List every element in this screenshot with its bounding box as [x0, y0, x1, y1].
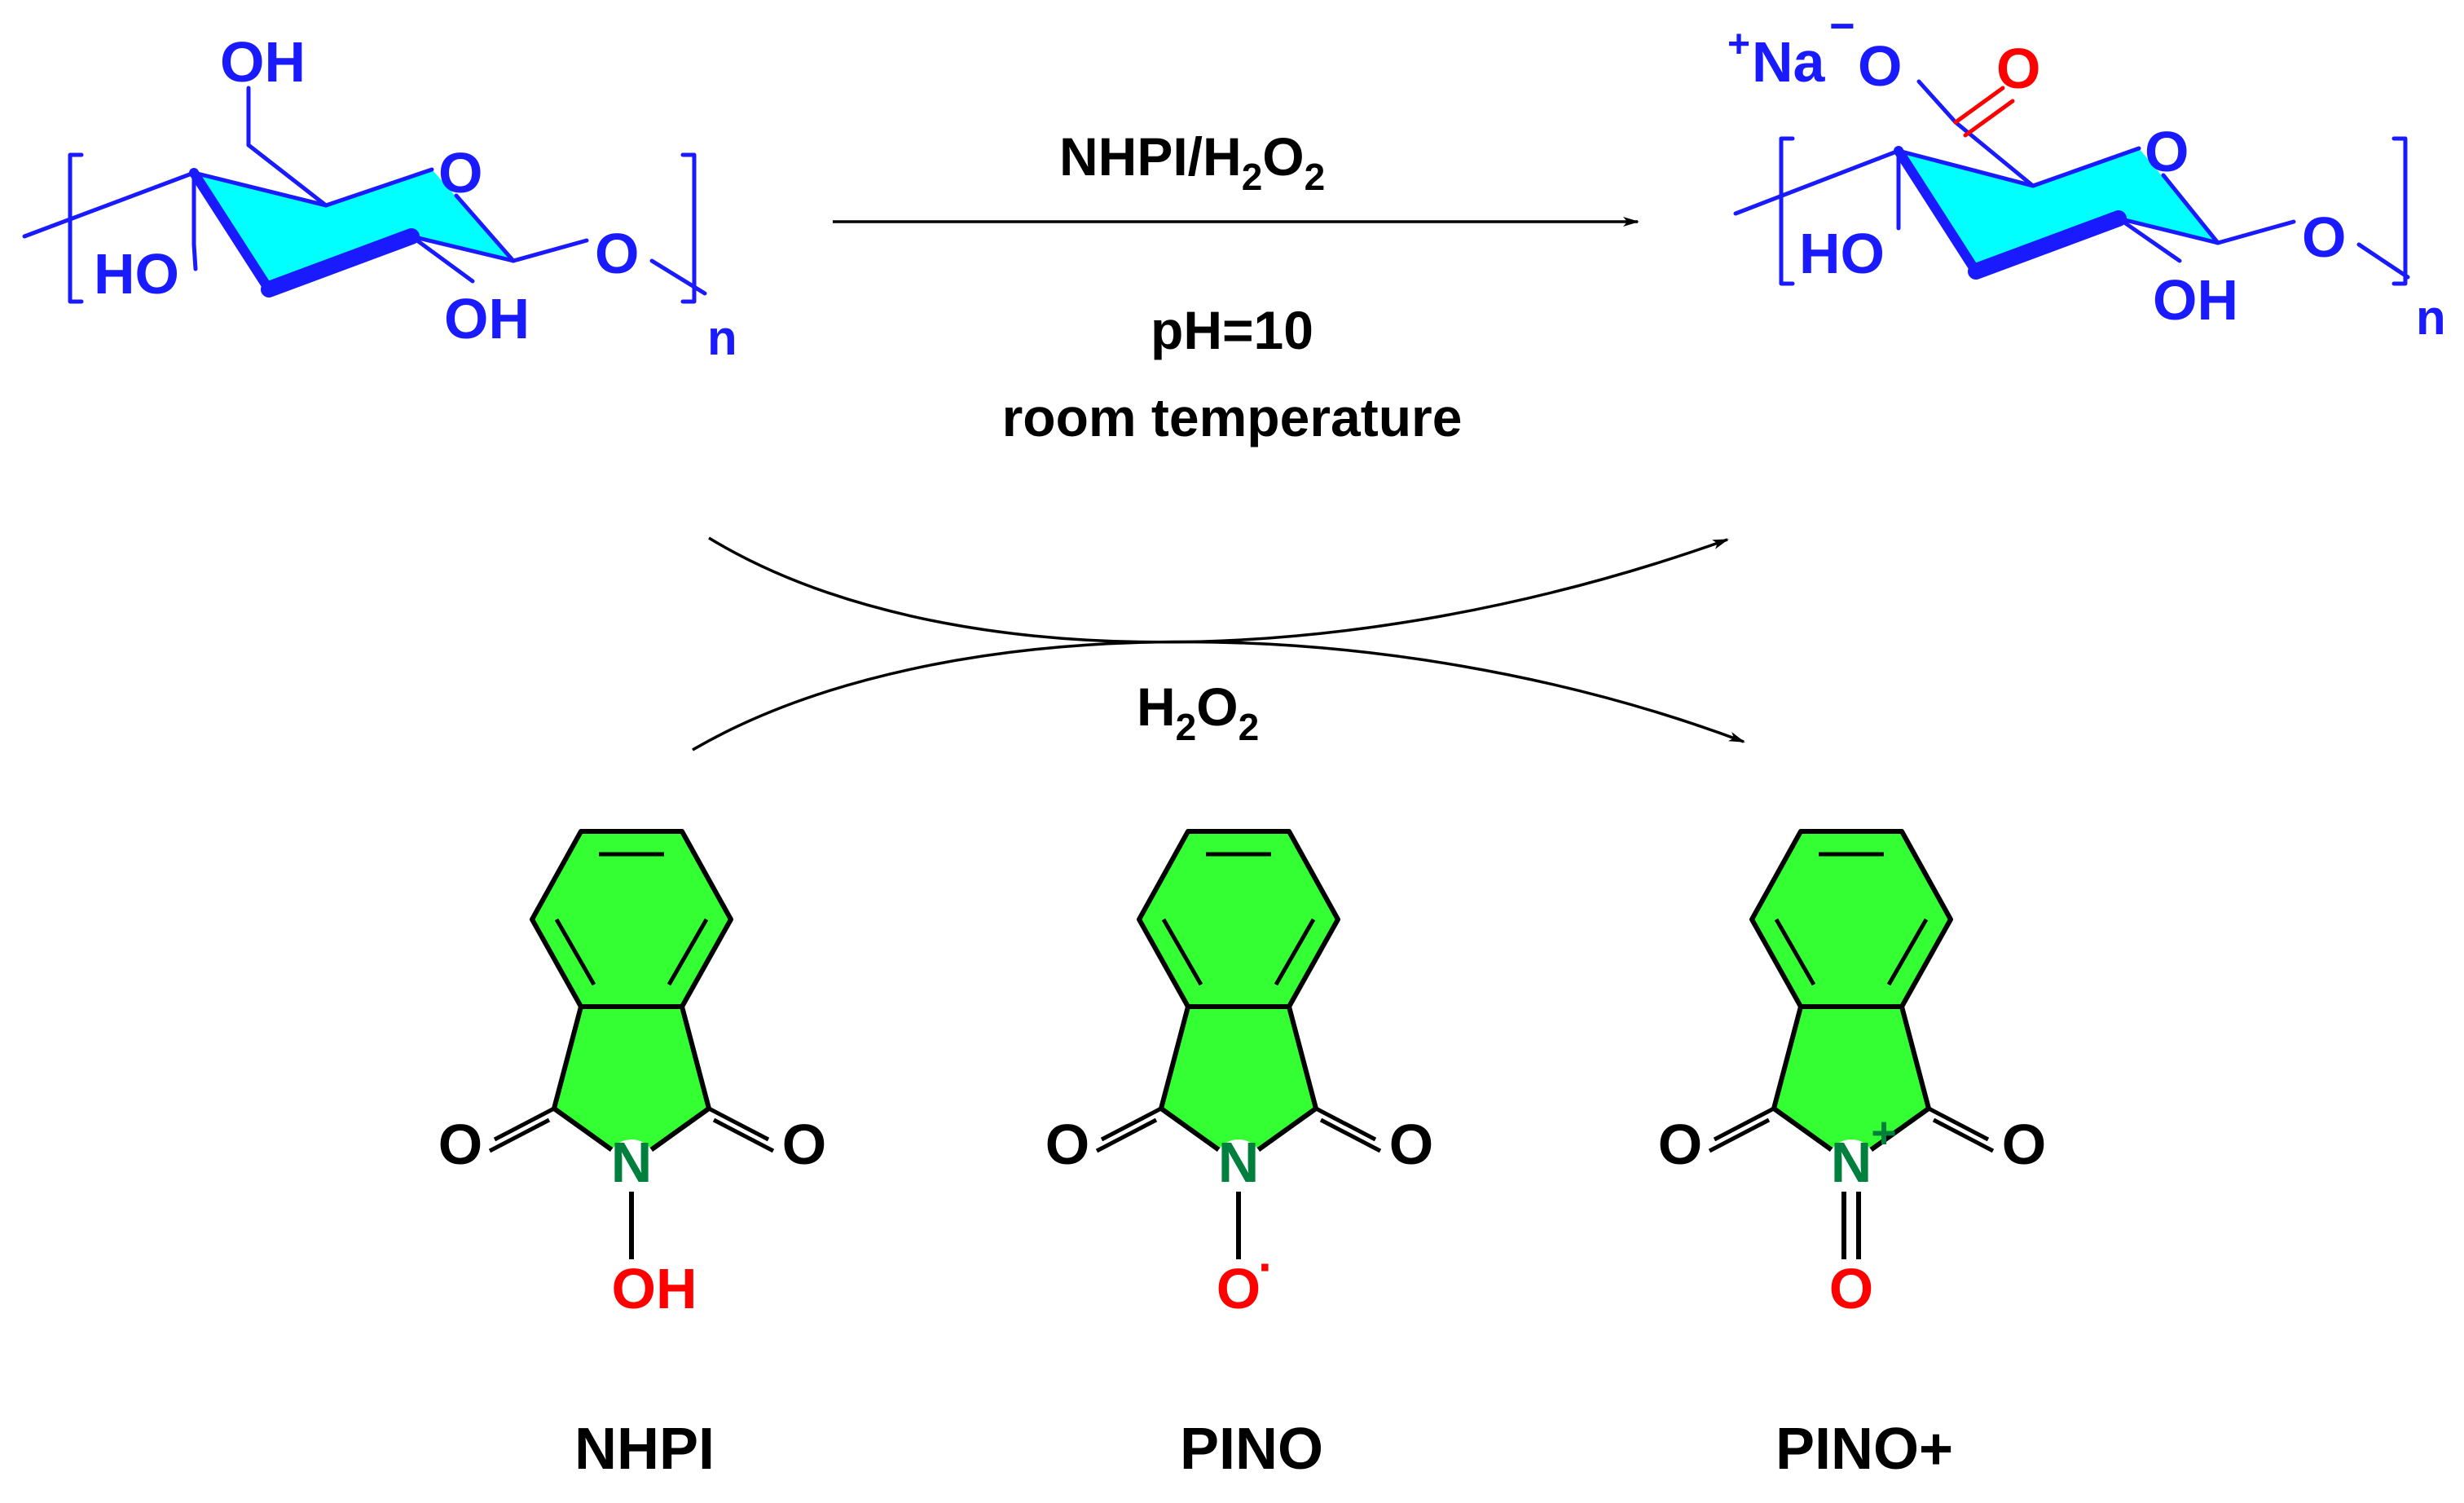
ph-condition-label: pH=10: [1151, 300, 1313, 360]
pino-carbonyl-bond: [1100, 1106, 1163, 1142]
cycle-arrow-lower: [692, 640, 1745, 752]
carboxylate-oxygen-label: O: [1858, 34, 1902, 98]
nhpi-nitrogen-label: N: [611, 1131, 653, 1194]
pino-right-oxygen-label: O: [1389, 1113, 1433, 1176]
pino-plus-name-label: PINO+: [1775, 1417, 1953, 1482]
cellulose-reactant-labels: OH O HO OH O n: [94, 30, 737, 365]
nhpi-name-label: NHPI: [574, 1417, 715, 1482]
pino-plus-aromatic-bond: [1774, 918, 1816, 986]
sodium-charge-label: +: [1727, 23, 1750, 66]
oh-top-label: OH: [220, 30, 306, 94]
carbonyl-oxygen-label: O: [1996, 37, 2040, 100]
temperature-condition-label: room temperature: [1002, 387, 1463, 447]
nhpi-substituent-label: OH: [612, 1257, 697, 1320]
cellulose-reactant: [22, 86, 707, 304]
pino-plus-aromatic-bond: [1886, 918, 1929, 986]
pino-plus-carbonyl-bond: [1708, 1117, 1771, 1153]
cycle-arrow-upper: [708, 536, 1729, 644]
sodium-label: Na: [1752, 30, 1826, 94]
pino-plus-carbonyl-bond: [1713, 1106, 1775, 1142]
right-bracket: [680, 152, 697, 304]
nhpi-aromatic-bond: [667, 918, 709, 986]
nhpi-left-oxygen-label: O: [438, 1113, 482, 1176]
repeat-n-label: n: [707, 311, 737, 365]
product-link-oxygen-label: O: [2302, 205, 2346, 269]
pino-plus-carbonyl-bond: [1927, 1106, 1990, 1142]
nhpi-molecule: O O N OH NHPI: [438, 829, 826, 1482]
cycle-oxidant-label: H2O2: [1137, 677, 1259, 748]
pino-left-oxygen-label: O: [1045, 1113, 1089, 1176]
product-right-bracket: [2391, 136, 2408, 286]
product-ho-left-label: HO: [1799, 222, 1885, 285]
carbonyl-double-bond: [1953, 86, 2015, 138]
link-oxygen-label: O: [595, 222, 639, 285]
product-left-bracket: [1779, 136, 1795, 286]
pino-benzene-ring: [1137, 829, 1340, 1009]
glucose-ring: [194, 170, 513, 289]
ho-left-label: HO: [94, 242, 179, 306]
pino-plus-nitrogen-label: N: [1831, 1131, 1872, 1194]
nhpi-carbonyl-bond: [493, 1106, 556, 1142]
oh-bottom-label: OH: [444, 287, 530, 350]
pino-aromatic-bond: [1274, 918, 1316, 986]
reagent-label: NHPI/H2O2: [1059, 126, 1325, 198]
oxidized-cellulose-product: [1733, 79, 2410, 286]
pino-plus-substituent-label: O: [1829, 1257, 1873, 1320]
nhpi-carbonyl-bond: [712, 1117, 775, 1153]
pino-carbonyl-bond: [1095, 1117, 1158, 1153]
nhpi-benzene-ring: [530, 829, 733, 1009]
pino-n-mask: [1214, 1139, 1263, 1188]
left-bracket: [68, 152, 84, 304]
product-labels: + Na − O O O HO OH O n: [1727, 2, 2446, 345]
product-glucose-ring: [1899, 148, 2218, 271]
nhpi-carbonyl-bond: [488, 1117, 551, 1153]
pino-name-label: PINO: [1180, 1417, 1323, 1482]
pino-plus-carbonyl-bond: [1932, 1117, 1995, 1153]
pino-substituent-charge-label: ·: [1258, 1240, 1274, 1294]
pino-plus-right-oxygen-label: O: [2002, 1113, 2046, 1176]
nhpi-aromatic-bond: [554, 918, 596, 986]
pino-plus-n-mask: [1827, 1139, 1876, 1188]
pino-aromatic-bond: [1161, 918, 1203, 986]
nhpi-right-oxygen-label: O: [782, 1113, 826, 1176]
pino-substituent-label: O: [1217, 1257, 1261, 1320]
pino-carbonyl-bond: [1319, 1117, 1382, 1153]
product-oh-bottom-label: OH: [2153, 268, 2238, 332]
pino-plus-benzene-ring: [1749, 829, 1953, 1009]
pino-carbonyl-bond: [1314, 1106, 1377, 1142]
pino-nitrogen-label: N: [1218, 1131, 1260, 1194]
pino-plus-nitrogen-charge-label: +: [1871, 1109, 1897, 1157]
nhpi-carbonyl-bond: [707, 1106, 770, 1142]
pino-plus-left-oxygen-label: O: [1658, 1113, 1702, 1176]
product-repeat-n-label: n: [2416, 290, 2446, 345]
carboxylate-oxygen-charge-label: −: [1829, 2, 1855, 51]
product-ring-oxygen-label: O: [2145, 120, 2189, 183]
nhpi-n-mask: [607, 1139, 656, 1188]
ring-oxygen-label: O: [438, 141, 482, 205]
